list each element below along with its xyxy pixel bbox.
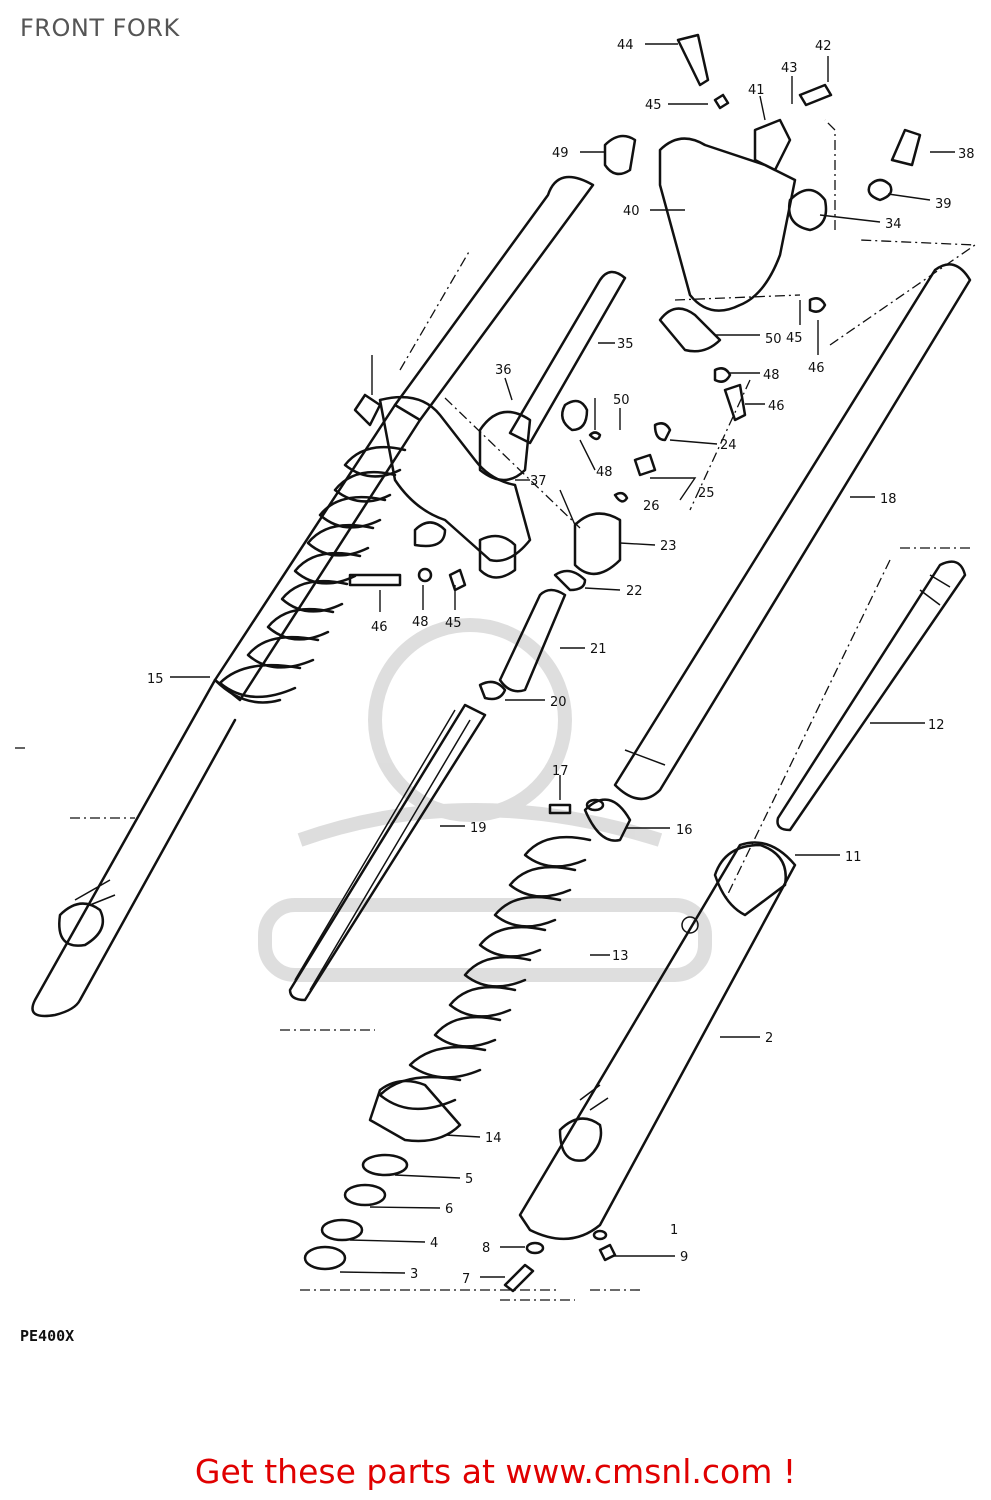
callout-16: 16 xyxy=(676,823,693,838)
callout-32: 39 xyxy=(935,197,952,212)
callout-45: 46 xyxy=(371,620,388,635)
callout-33: 40 xyxy=(623,204,640,219)
callout-31: 38 xyxy=(958,147,975,162)
callout-29: 36 xyxy=(495,363,512,378)
callout-28: 35 xyxy=(617,337,634,352)
callout-8: 8 xyxy=(482,1241,490,1256)
callout-14: 14 xyxy=(485,1131,502,1146)
callout-39: 46 xyxy=(808,361,825,376)
callout-30: 37 xyxy=(530,474,547,489)
callout-20: 20 xyxy=(550,695,567,710)
callout-numbers: 44 42 43 41 45 38 39 49 40 34 50 45 46 4… xyxy=(147,38,975,1287)
right-boot xyxy=(368,560,967,1143)
callout-6: 6 xyxy=(445,1202,453,1217)
callout-3: 3 xyxy=(410,1267,418,1282)
alignment-lines xyxy=(15,119,977,1301)
callout-17: 17 xyxy=(552,764,569,779)
leader-lines xyxy=(170,43,955,1278)
right-fork-tube xyxy=(613,263,972,800)
callout-22: 22 xyxy=(626,584,643,599)
callout-34: 41 xyxy=(748,83,765,98)
small-fasteners xyxy=(348,567,605,815)
page-title: FRONT FORK xyxy=(20,14,180,42)
callout-4: 4 xyxy=(430,1236,438,1251)
callout-43: 50 xyxy=(765,332,782,347)
callout-46: 48 xyxy=(412,615,429,630)
callout-36: 43 xyxy=(781,61,798,76)
callout-7: 7 xyxy=(462,1272,470,1287)
callout-27: 34 xyxy=(885,217,902,232)
top-clamp xyxy=(658,33,922,422)
callout-1: 1 xyxy=(670,1223,678,1238)
callout-48: 50 xyxy=(613,393,630,408)
callout-35: 42 xyxy=(815,39,832,54)
callout-5: 5 xyxy=(465,1172,473,1187)
fork-spring xyxy=(288,703,487,1002)
callout-40: 46 xyxy=(768,399,785,414)
callout-11: 11 xyxy=(845,850,862,865)
get-parts-link[interactable]: Get these parts at www.cmsnl.com ! xyxy=(194,1452,797,1491)
callout-24: 24 xyxy=(720,438,737,453)
callout-23: 23 xyxy=(660,539,677,554)
callout-37: 44 xyxy=(617,38,634,53)
callout-38b: 45 xyxy=(786,331,803,346)
right-lower-leg xyxy=(518,841,797,1241)
seal-stack xyxy=(303,1153,617,1293)
callout-26: 26 xyxy=(643,499,660,514)
callout-25: 25 xyxy=(698,486,715,501)
callout-18: 18 xyxy=(880,492,897,507)
callout-12: 12 xyxy=(928,718,945,733)
model-code: PE400X xyxy=(20,1327,75,1345)
callout-38: 45 xyxy=(645,98,662,113)
damper-parts xyxy=(478,399,672,701)
callout-19: 19 xyxy=(470,821,487,836)
lower-bracket xyxy=(353,134,637,579)
callout-44: 45 xyxy=(445,616,462,631)
callout-13: 13 xyxy=(612,949,629,964)
callout-9: 9 xyxy=(680,1250,688,1265)
callout-41: 48 xyxy=(763,368,780,383)
callout-21: 21 xyxy=(590,642,607,657)
callout-42: 49 xyxy=(552,146,569,161)
left-fork-assembly xyxy=(31,175,595,1018)
watermark-logo xyxy=(258,618,712,982)
callout-15: 15 xyxy=(147,672,164,687)
callout-2: 2 xyxy=(765,1031,773,1046)
callout-47: 48 xyxy=(596,465,613,480)
